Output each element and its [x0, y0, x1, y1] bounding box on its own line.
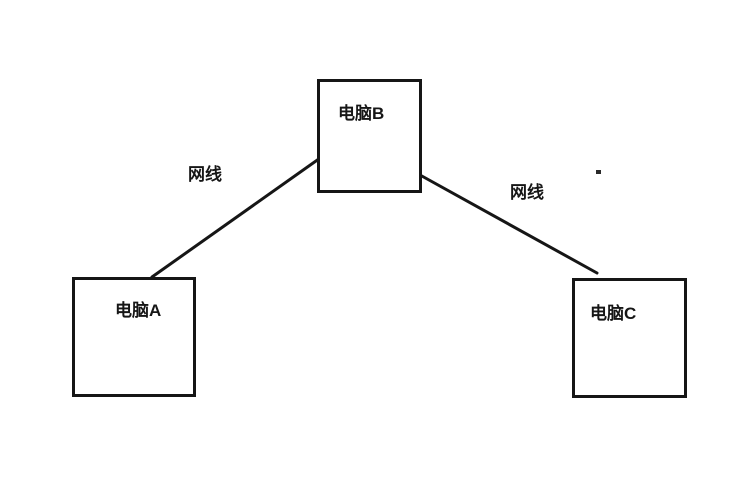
node-computer-a-label: 电脑A: [115, 301, 162, 320]
node-computer-c-label: 电脑C: [590, 304, 637, 323]
cable-a-b-line: [150, 154, 325, 279]
node-computer-c: 电脑C: [572, 278, 687, 398]
node-computer-b: 电脑B: [317, 79, 422, 193]
node-computer-a: 电脑A: [72, 277, 196, 397]
cable-a-b-label: 网线: [188, 165, 222, 184]
stray-dot: [596, 170, 601, 174]
node-computer-b-label: 电脑B: [338, 104, 385, 123]
cable-b-c-label: 网线: [510, 183, 544, 202]
cable-b-c-line: [418, 173, 599, 275]
